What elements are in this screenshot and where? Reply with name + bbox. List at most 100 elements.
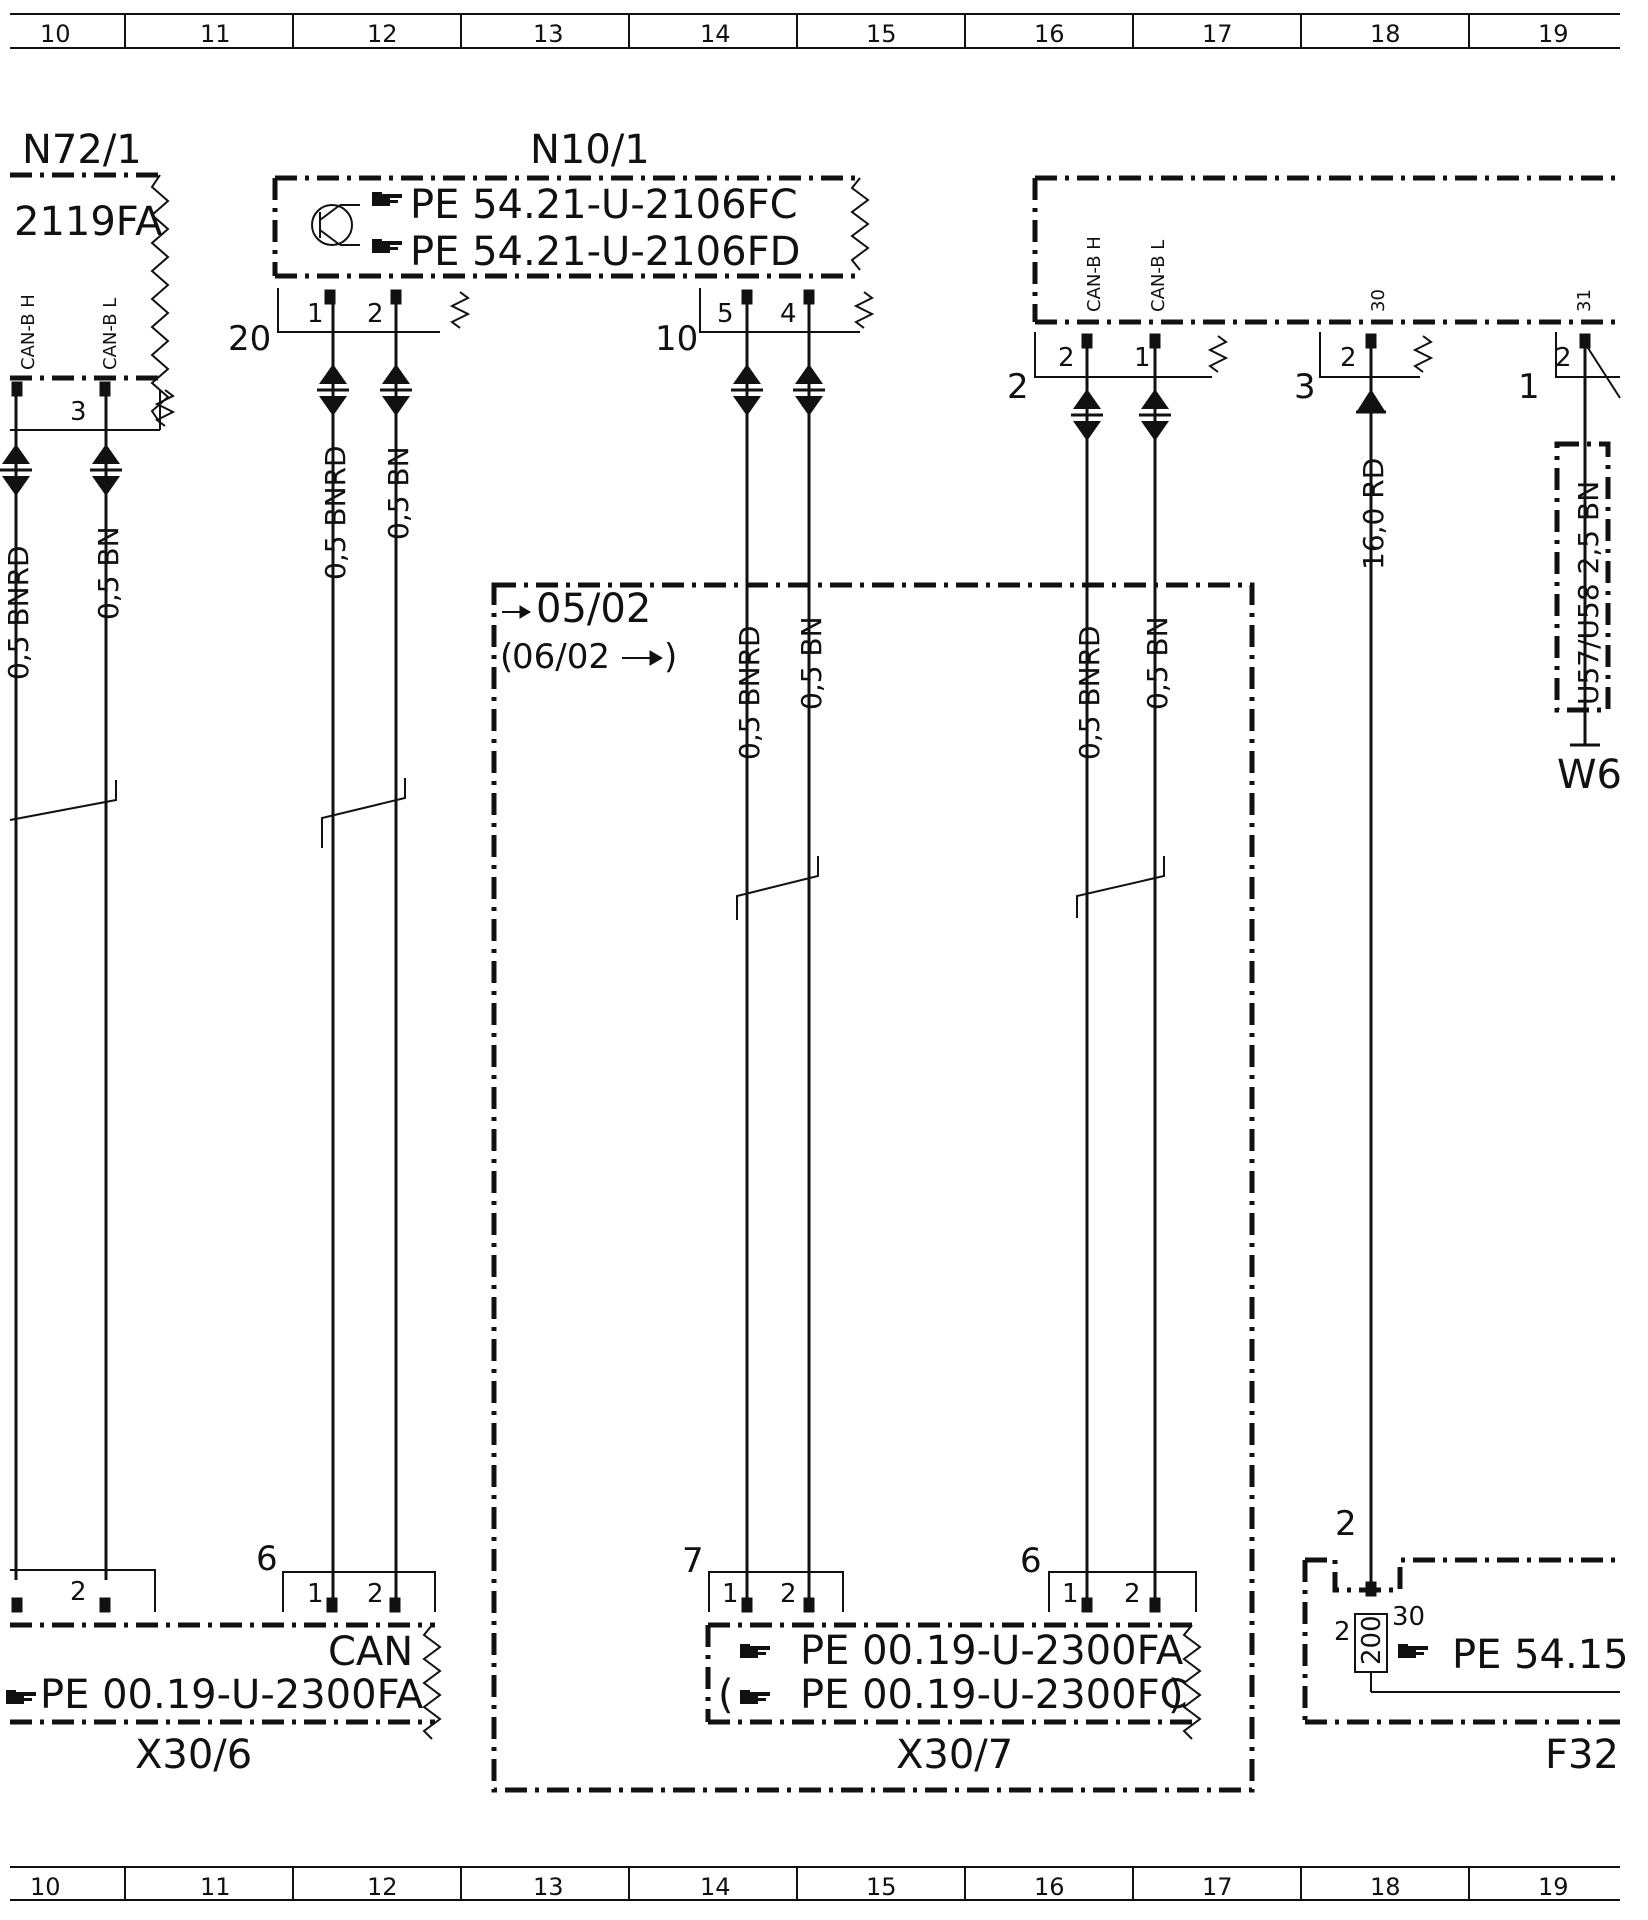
pin-label: 1 <box>307 1579 324 1609</box>
connector-label: 2 <box>1007 367 1029 407</box>
reference-text: PE 54.21-U-2106FD <box>410 229 800 275</box>
reference-text: PE 00.19-U-2300FC <box>800 1672 1188 1718</box>
component-label: N72/1 <box>22 127 142 173</box>
pin-label: 2 <box>1058 343 1075 373</box>
component-f32: 2 200 2 30 PE 54.15 F32 <box>1302 1504 1629 1778</box>
pin-label: 2 <box>1555 343 1572 373</box>
pin-label: 2 <box>70 1577 87 1607</box>
pin-label: 2 <box>1335 1504 1357 1544</box>
variant-until: 06/02 <box>512 637 610 677</box>
wire-label: 0,5 BN <box>382 446 415 540</box>
fuse-icon: 200 <box>1354 1613 1388 1673</box>
reference-text: PE 54.15 <box>1452 1632 1629 1678</box>
reference-text: PE 54.21-U-2106FC <box>410 182 798 228</box>
col-label: 11 <box>200 20 231 48</box>
component-code: 2119FA <box>14 199 163 245</box>
col-label: 14 <box>700 20 731 48</box>
connector-label: 6 <box>256 1539 278 1579</box>
wire-group-11-12: 0,5 BNRD 0,5 BN <box>315 304 415 1598</box>
component-n72-1: N72/1 2119FA 3 CAN-B H CAN-B L <box>10 127 174 431</box>
wire-label: 0,5 BN <box>1141 616 1174 710</box>
component-label: X30/7 <box>896 1732 1013 1778</box>
component-right-module: CAN-B H CAN-B L 30 31 2 2 1 3 2 1 2 <box>1007 175 1621 407</box>
col-label: 17 <box>1202 20 1233 48</box>
connector-label: 20 <box>228 319 271 359</box>
pin-label: 31 <box>1574 289 1595 312</box>
component-n10-1: N10/1 PE 54.21-U-2106FC PE 54.21-U-2106F… <box>228 127 873 359</box>
component-label: F32 <box>1545 1732 1619 1778</box>
reference-text: PE 00.19-U-2300FA <box>40 1672 424 1718</box>
col-label: 13 <box>533 1873 564 1901</box>
wire-label: 0,5 BN <box>795 616 828 710</box>
top-grid: 10 11 12 13 14 15 16 17 18 19 <box>10 13 1620 49</box>
component-label: W6 <box>1557 752 1622 798</box>
col-label: 19 <box>1538 1873 1569 1901</box>
variant-from: 05/02 <box>536 586 651 632</box>
component-w6: U57/U58 2,5 BN W6 <box>1554 348 1622 798</box>
transistor-icon <box>311 204 360 246</box>
connector-label: 7 <box>682 1541 704 1581</box>
fuse-rating: 200 <box>1357 1615 1387 1665</box>
col-label: 12 <box>367 20 398 48</box>
wire-group-14-15: 0,5 BNRD 0,5 BN <box>729 304 828 1598</box>
pin-label: 30 <box>1392 1602 1425 1632</box>
col-label: 10 <box>30 1873 61 1901</box>
col-label: 13 <box>533 20 564 48</box>
wire-label: U57/U58 2,5 BN <box>1572 481 1605 705</box>
pin-label: 2 <box>780 1579 797 1609</box>
pin-label: 1 <box>722 1579 739 1609</box>
pin-label: CAN-B H <box>18 294 39 370</box>
col-label: 17 <box>1202 1873 1233 1901</box>
col-label: 19 <box>1538 20 1569 48</box>
wire-group-left: 0,5 BNRD 0,5 BN <box>0 396 125 1580</box>
col-label: 15 <box>866 20 897 48</box>
col-label: 11 <box>200 1873 231 1901</box>
wire-label: 0,5 BN <box>92 526 125 620</box>
pin-label: 2 <box>367 1579 384 1609</box>
component-label: N10/1 <box>530 127 650 173</box>
bottom-grid: 10 11 12 13 14 15 16 17 18 19 <box>10 1866 1620 1901</box>
reference-text: PE 00.19-U-2300FA <box>800 1628 1184 1674</box>
ref-open-paren: ( <box>718 1672 734 1718</box>
connector-label: 6 <box>1020 1541 1042 1581</box>
pin-label: 1 <box>307 299 324 329</box>
variant-box: 05/02 ( 06/02 ) <box>491 582 1255 1793</box>
pin-label: CAN-B L <box>100 298 121 370</box>
col-label: 12 <box>367 1873 398 1901</box>
pin-label: 4 <box>780 299 797 329</box>
ref-close-paren: ) <box>1168 1672 1184 1718</box>
col-label: 18 <box>1370 20 1401 48</box>
pin-label: 1 <box>1134 343 1151 373</box>
variant-close-paren: ) <box>664 637 677 677</box>
col-label: 14 <box>700 1873 731 1901</box>
wire-group-16-17: 0,5 BNRD 0,5 BN <box>1069 348 1174 1598</box>
can-label: CAN <box>328 1629 413 1675</box>
wire-label: 0,5 BNRD <box>733 625 766 760</box>
variant-open-paren: ( <box>500 637 513 677</box>
pin-label: 5 <box>717 299 734 329</box>
connector-label: 3 <box>1294 367 1316 407</box>
pin-label: 2 <box>1340 343 1357 373</box>
connector-label: 10 <box>655 319 698 359</box>
pin-label: 1 <box>1062 1579 1079 1609</box>
col-label: 15 <box>866 1873 897 1901</box>
pin-label: 3 <box>70 397 87 427</box>
pin-label: 2 <box>1124 1579 1141 1609</box>
col-label: 18 <box>1370 1873 1401 1901</box>
col-label: 16 <box>1034 1873 1065 1901</box>
component-x30-6: 2 6 1 2 CAN PE 00.19-U-2300FA X30/6 <box>6 1539 442 1778</box>
component-label: X30/6 <box>135 1732 252 1778</box>
wire-group-18: 16,0 RD <box>1356 348 1390 1590</box>
connector-label: 1 <box>1518 367 1540 407</box>
component-x30-7: 7 1 2 6 1 2 PE 00.19-U-2300FA ( PE 00.19… <box>682 1541 1202 1778</box>
wire-label: 0,5 BNRD <box>319 445 352 580</box>
col-label: 16 <box>1034 20 1065 48</box>
pin-label: 2 <box>1334 1617 1351 1647</box>
pin-label: CAN-B L <box>1148 240 1169 312</box>
pin-label: CAN-B H <box>1084 236 1105 312</box>
wire-label: 0,5 BNRD <box>2 545 35 680</box>
pin-label: 30 <box>1368 289 1389 312</box>
col-label: 10 <box>40 20 71 48</box>
wire-label: 16,0 RD <box>1357 458 1390 570</box>
